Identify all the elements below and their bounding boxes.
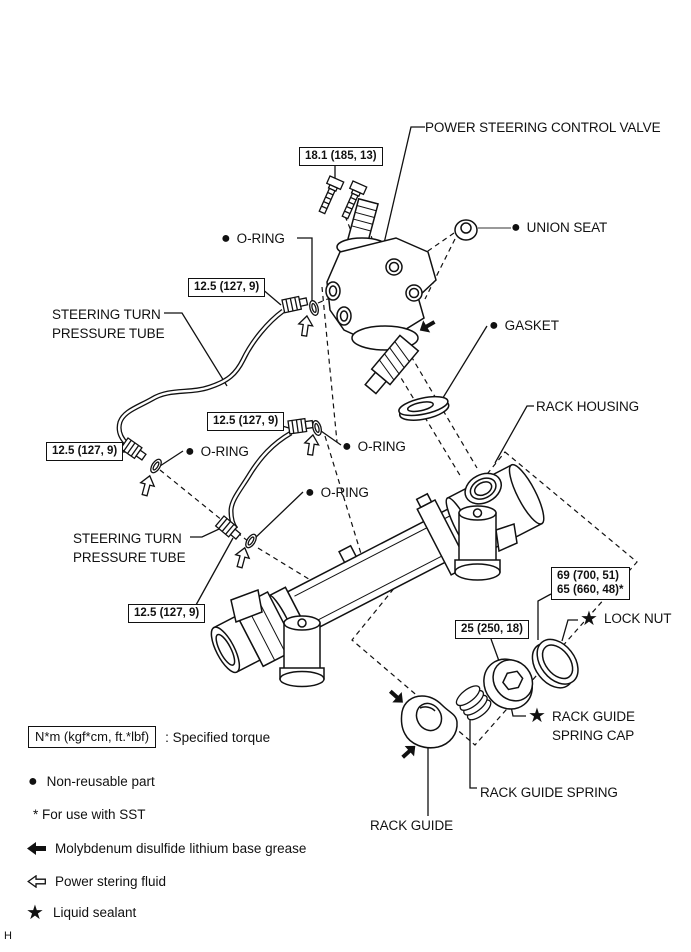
non-reusable-icon: ● — [185, 442, 195, 460]
o-ring-label-1: ● O-RING — [221, 229, 285, 247]
rack-guide-drawing — [400, 695, 458, 749]
o-ring-parts — [150, 300, 322, 549]
pressure-tube-2-drawing — [228, 430, 293, 531]
torque-box-valve-bolts: 18.1 (185, 13) — [299, 147, 383, 166]
torque-box-pressure-tube-2: 12.5 (127, 9) — [207, 412, 285, 431]
legend-sst-note: * For use with SST — [33, 807, 146, 822]
control-valve-drawing — [325, 197, 437, 395]
sealant-star-icon: ★ — [26, 901, 44, 924]
pressure-tube-label-2: STEERING TURN PRESSURE TUBE — [73, 531, 186, 565]
rack-housing-drawing — [210, 463, 545, 674]
lock-nut-label: ★ LOCK NUT — [580, 607, 672, 630]
union-seat-label: ● UNION SEAT — [511, 218, 608, 236]
tube-fitting-3 — [119, 437, 147, 461]
rack-guide-spring-cap-drawing — [483, 658, 534, 710]
lock-nut-drawing — [531, 638, 579, 689]
torque-box-pressure-tube-3: 12.5 (127, 9) — [46, 442, 124, 461]
pressure-tube-label-1: STEERING TURN PRESSURE TUBE — [52, 307, 165, 341]
rack-housing-label: RACK HOUSING — [536, 399, 640, 414]
legend-non-reusable: ● Non-reusable part — [28, 772, 155, 790]
non-reusable-icon: ● — [511, 218, 521, 236]
pressure-tube-1-drawing — [116, 308, 285, 450]
fluid-arrow-icon — [26, 875, 46, 888]
torque-box-pressure-tube-1: 12.5 (127, 9) — [188, 278, 266, 297]
o-ring-label-4: ● O-RING — [185, 442, 249, 460]
torque-box-lock-nut: 69 (700, 51) 65 (660, 48)* — [551, 567, 630, 600]
tube-fitting-2 — [287, 417, 314, 435]
non-reusable-icon: ● — [305, 483, 315, 501]
non-reusable-icon: ● — [221, 229, 231, 247]
legend-ps-fluid: Power stering fluid — [26, 874, 166, 889]
o-ring-label-3: ● O-RING — [305, 483, 369, 501]
sealant-star-icon: ★ — [580, 607, 598, 630]
rack-guide-spring-drawing — [455, 685, 492, 721]
grease-arrows — [388, 320, 436, 759]
sealant-star-icon: ★ — [528, 705, 546, 727]
valve-bolt-2 — [341, 180, 368, 220]
legend-liquid-sealant: ★ Liquid sealant — [26, 901, 137, 924]
non-reusable-icon: ● — [28, 772, 38, 790]
non-reusable-icon: ● — [342, 437, 352, 455]
non-reusable-icon: ● — [489, 316, 499, 334]
rack-guide-label: RACK GUIDE — [370, 818, 454, 833]
legend-moly-grease: Molybdenum disulfide lithium base grease — [26, 841, 306, 856]
gasket-drawing — [398, 395, 450, 421]
rack-guide-spring-label: RACK GUIDE SPRING — [480, 785, 618, 800]
torque-box-spring-cap: 25 (250, 18) — [455, 620, 530, 639]
torque-box-pressure-tube-4: 12.5 (127, 9) — [128, 604, 206, 623]
spring-cap-label: ★ RACK GUIDE SPRING CAP — [528, 705, 635, 743]
valve-bolt-1 — [318, 175, 345, 215]
union-seat-drawing — [454, 219, 478, 241]
control-valve-label: POWER STEERING CONTROL VALVE — [425, 120, 661, 135]
grease-arrow-icon — [26, 842, 46, 855]
torque-unit-box: N*m (kgf*cm, ft.*lbf) — [28, 726, 157, 748]
fluid-arrows — [139, 314, 320, 569]
gasket-label: ● GASKET — [489, 316, 559, 334]
tube-fitting-1 — [281, 295, 309, 314]
page-marker: H — [4, 930, 12, 942]
housing-mount-bushings — [230, 505, 518, 688]
tube-fitting-4 — [214, 515, 242, 541]
legend-specified-torque: N*m (kgf*cm, ft.*lbf) : Specified torque — [28, 726, 270, 748]
o-ring-label-2: ● O-RING — [342, 437, 406, 455]
